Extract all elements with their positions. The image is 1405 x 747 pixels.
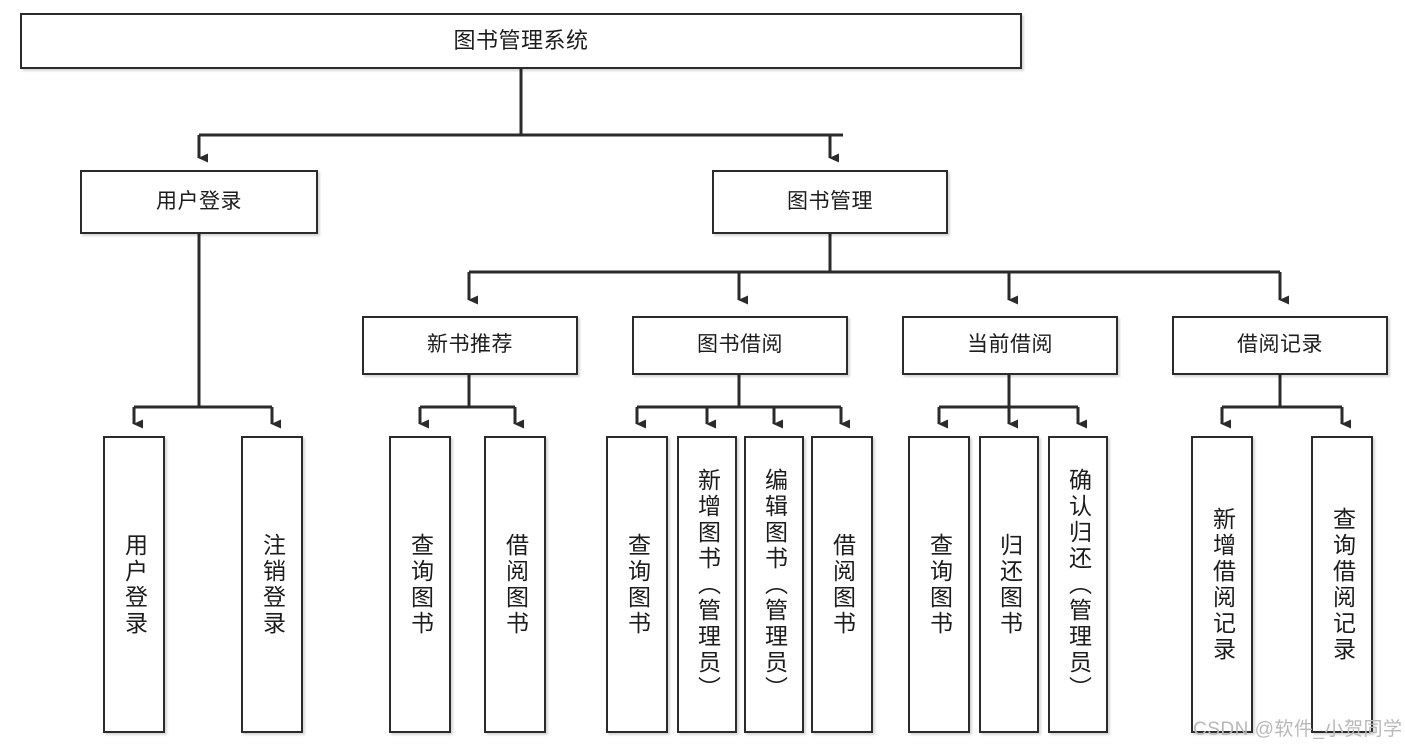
node-borrow-record[interactable]: 借阅记录	[1172, 316, 1388, 375]
node-label: 用户登录	[121, 532, 148, 637]
node-label: 查询图书	[407, 532, 434, 637]
leaf-query-borrow-record[interactable]: 查询借阅记录	[1311, 436, 1373, 733]
node-user-login[interactable]: 用户登录	[80, 170, 318, 234]
node-label: 查询图书	[624, 532, 651, 637]
leaf-return-book[interactable]: 归还图书	[979, 436, 1039, 733]
node-label: 图书管理	[787, 189, 873, 213]
leaf-borrow-book[interactable]: 借阅图书	[811, 436, 873, 733]
node-label: 图书管理系统	[453, 28, 589, 54]
node-new-book-recommend[interactable]: 新书推荐	[362, 316, 578, 375]
node-label: 编辑图书（管理员）	[761, 467, 788, 702]
leaf-borrow-book-recommend[interactable]: 借阅图书	[484, 436, 546, 733]
node-label: 查询借阅记录	[1329, 506, 1356, 663]
node-current-borrow[interactable]: 当前借阅	[902, 316, 1118, 375]
node-label: 借阅图书	[829, 532, 856, 637]
node-label: 新增图书（管理员）	[694, 467, 721, 702]
leaf-query-book-current[interactable]: 查询图书	[908, 436, 970, 733]
node-label: 注销登录	[259, 532, 286, 637]
node-label: 新增借阅记录	[1209, 506, 1236, 663]
node-label: 用户登录	[156, 189, 242, 213]
node-label: 确认归还（管理员）	[1065, 467, 1092, 702]
node-label: 借阅图书	[502, 532, 529, 637]
node-book-management[interactable]: 图书管理	[712, 170, 948, 234]
csdn-watermark: CSDN @软件_小贺同学	[1193, 719, 1403, 740]
leaf-user-login[interactable]: 用户登录	[103, 436, 165, 733]
leaf-query-book-borrow[interactable]: 查询图书	[606, 436, 668, 733]
leaf-confirm-return-admin[interactable]: 确认归还（管理员）	[1048, 436, 1108, 733]
node-book-borrow[interactable]: 图书借阅	[632, 316, 848, 375]
node-label: 归还图书	[996, 532, 1023, 637]
node-label: 当前借阅	[967, 333, 1053, 357]
leaf-add-borrow-record[interactable]: 新增借阅记录	[1191, 436, 1253, 733]
node-label: 查询图书	[926, 532, 953, 637]
node-label: 借阅记录	[1237, 333, 1323, 357]
leaf-logout-login[interactable]: 注销登录	[241, 436, 303, 733]
node-root-system[interactable]: 图书管理系统	[20, 13, 1022, 69]
leaf-query-book-recommend[interactable]: 查询图书	[389, 436, 451, 733]
leaf-add-book-admin[interactable]: 新增图书（管理员）	[677, 436, 737, 733]
leaf-edit-book-admin[interactable]: 编辑图书（管理员）	[744, 436, 804, 733]
node-label: 新书推荐	[427, 333, 513, 357]
node-label: 图书借阅	[697, 333, 783, 357]
